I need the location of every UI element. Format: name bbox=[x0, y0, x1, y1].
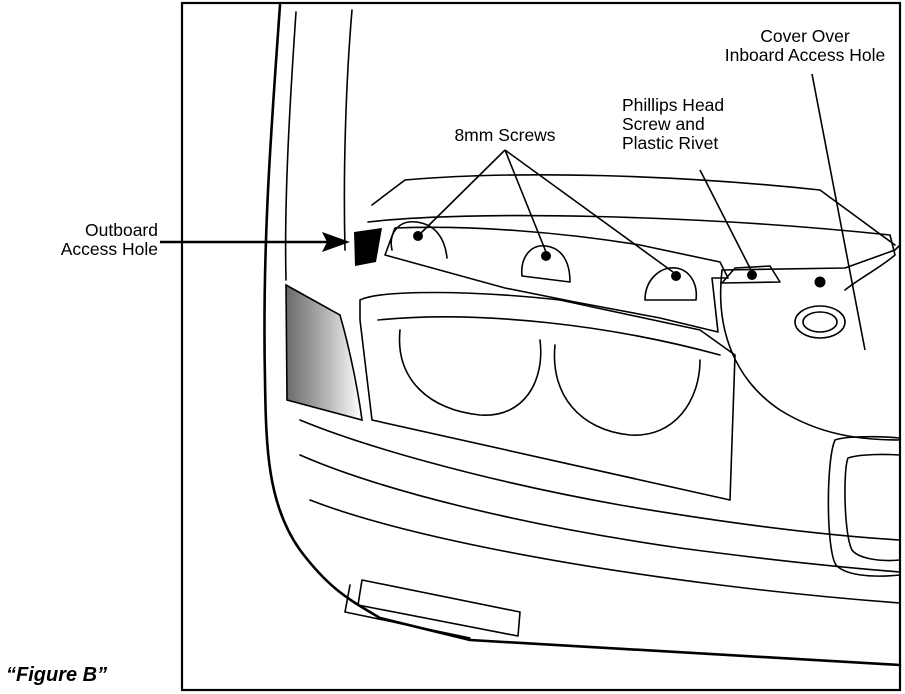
label-outboard-access-hole: Outboard Access Hole bbox=[24, 221, 158, 259]
headlight-bulb-left bbox=[398, 329, 542, 416]
grille-surround bbox=[721, 244, 901, 271]
phillips-screw bbox=[747, 270, 757, 280]
label-phillips-head-screw: Phillips Head Screw and Plastic Rivet bbox=[622, 96, 772, 153]
label-cover-line-1: Cover Over bbox=[760, 26, 850, 46]
headlight-housing bbox=[359, 291, 736, 501]
bumper-line-3 bbox=[309, 499, 901, 604]
bumper-line-2 bbox=[299, 454, 901, 573]
fender-inner-line bbox=[343, 9, 353, 251]
fog-light bbox=[357, 579, 521, 637]
label-cover-inboard-access-hole: Cover Over Inboard Access Hole bbox=[710, 27, 900, 65]
outboard-access-hole-shape bbox=[354, 228, 382, 266]
label-phillips-line-1: Phillips Head bbox=[622, 95, 725, 115]
label-outboard-line-1: Outboard bbox=[85, 220, 158, 240]
side-marker-lamp bbox=[285, 283, 363, 422]
screw-1 bbox=[413, 231, 423, 241]
hood-edge bbox=[371, 174, 896, 246]
label-cover-line-2: Inboard Access Hole bbox=[724, 45, 886, 65]
grille-outer bbox=[827, 435, 901, 577]
fender-contour bbox=[284, 11, 297, 281]
leader-cover bbox=[811, 73, 866, 351]
hood-lower-edge bbox=[367, 214, 896, 291]
leader-phillips bbox=[699, 169, 753, 273]
headlight-lens-top bbox=[377, 316, 721, 356]
leader-8mm-2 bbox=[504, 149, 547, 253]
label-phillips-line-2: Screw and bbox=[622, 114, 705, 134]
screw-tab-1 bbox=[390, 221, 448, 259]
inboard-cover-inner bbox=[802, 311, 838, 333]
leader-8mm-1 bbox=[420, 149, 506, 234]
phillips-tab bbox=[721, 265, 781, 284]
inboard-cover bbox=[794, 305, 846, 339]
screw-tab-2 bbox=[521, 245, 571, 283]
screw-tab-3 bbox=[644, 267, 698, 301]
grille-inner bbox=[844, 453, 901, 562]
bumper-line-1 bbox=[299, 419, 901, 541]
fog-light-lower bbox=[344, 584, 471, 639]
label-8mm-screws: 8mm Screws bbox=[430, 126, 580, 145]
screw-2 bbox=[541, 251, 551, 261]
fender-outline bbox=[263, 3, 902, 667]
label-outboard-line-2: Access Hole bbox=[60, 239, 158, 259]
figure-caption: “Figure B” bbox=[6, 664, 108, 686]
plastic-rivet bbox=[814, 276, 826, 288]
figure-frame bbox=[180, 1, 902, 692]
label-phillips-line-3: Plastic Rivet bbox=[622, 133, 719, 153]
screw-3 bbox=[671, 271, 681, 281]
label-8mm-line-1: 8mm Screws bbox=[454, 125, 556, 145]
grille-curve bbox=[719, 269, 901, 441]
headlight-bulb-right bbox=[553, 344, 701, 436]
leader-outboard-arrowhead bbox=[322, 232, 350, 252]
leader-8mm-3 bbox=[504, 149, 674, 273]
